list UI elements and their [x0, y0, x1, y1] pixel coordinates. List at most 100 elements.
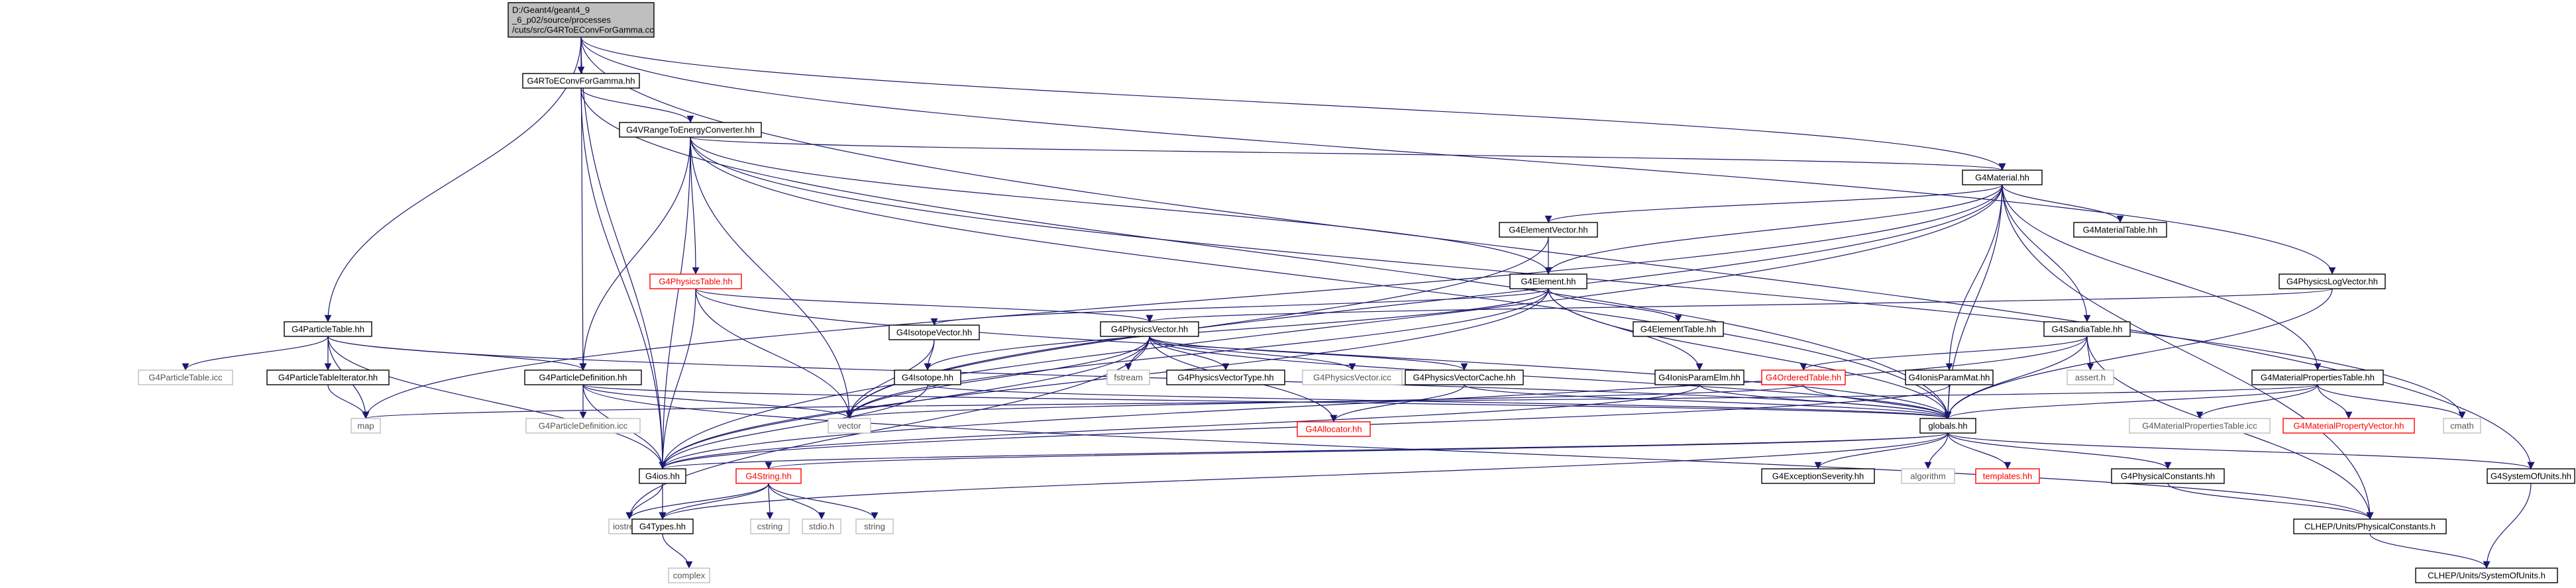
node-box-pvtype — [1166, 369, 1285, 385]
node-label-fstream: fstream — [1114, 373, 1142, 383]
node-label-isovec: G4IsotopeVector.hh — [896, 328, 972, 338]
node-label-physvec: G4PhysicsVector.hh — [1111, 324, 1188, 334]
node-map: map — [350, 418, 381, 434]
edge-ionelm-to-g4ios — [659, 384, 1700, 469]
node-box-assert — [2066, 369, 2114, 385]
node-sandia[interactable]: G4SandiaTable.hh — [2043, 321, 2131, 337]
node-vrange[interactable]: G4VRangeToEnergyConverter.hh — [619, 122, 762, 138]
node-label-element: G4Element.hh — [1521, 277, 1576, 287]
node-label-globals: globals.hh — [1928, 421, 1967, 431]
node-box-clhepphys — [2293, 518, 2447, 534]
node-physlogvec[interactable]: G4PhysicsLogVector.hh — [2279, 273, 2386, 289]
node-box-partdef — [524, 369, 642, 385]
node-g4types[interactable]: G4Types.hh — [631, 518, 694, 534]
edge-g4string-to-cstring — [766, 483, 774, 520]
edge-physvec-to-pvtype — [1149, 336, 1230, 371]
node-label-vector: vector — [837, 421, 861, 431]
node-box-sandia — [2043, 321, 2131, 337]
edge-globals-to-sysunits — [1947, 432, 2535, 469]
edge-sandia-to-g4ios — [659, 336, 2088, 469]
node-g4string[interactable]: G4String.hh — [735, 468, 802, 484]
node-label-map: map — [357, 421, 374, 431]
node-label-vrange: G4VRangeToEnergyConverter.hh — [626, 125, 755, 135]
edge-material-to-elemvec — [1544, 184, 2003, 223]
edge-vrange-to-phystable — [690, 136, 700, 275]
node-physconst[interactable]: G4PhysicalConstants.hh — [2111, 468, 2225, 484]
node-ionmat[interactable]: G4IonisParamMat.hh — [1905, 369, 1994, 385]
edge-pvcache-to-allocator — [1330, 384, 1465, 422]
edge-sandia-to-ordered — [1799, 336, 2088, 371]
node-phystable[interactable]: G4PhysicsTable.hh — [649, 273, 742, 289]
node-isovec[interactable]: G4IsotopeVector.hh — [888, 324, 980, 340]
node-physvec[interactable]: G4PhysicsVector.hh — [1100, 321, 1199, 337]
node-clhepphys[interactable]: CLHEP/Units/PhysicalConstants.h — [2293, 518, 2447, 534]
edge-rtoeconvgamma-to-globals — [580, 87, 1952, 419]
node-element[interactable]: G4Element.hh — [1509, 273, 1587, 289]
node-label-clhepunits: CLHEP/Units/SystemOfUnits.h — [2428, 571, 2546, 581]
node-allocator[interactable]: G4Allocator.hh — [1297, 421, 1371, 437]
node-box-ionmat — [1905, 369, 1994, 385]
node-box-isotope — [894, 369, 961, 385]
edge-matprop-to-map — [362, 384, 2318, 419]
node-elemvec[interactable]: G4ElementVector.hh — [1499, 222, 1598, 238]
edge-vrange-to-g4ios — [659, 136, 691, 469]
node-box-material — [1962, 170, 2043, 185]
edge-root-to-material — [580, 36, 2006, 171]
node-label-particletableicc: G4ParticleTable.icc — [148, 373, 223, 383]
node-label-elemtable: G4ElementTable.hh — [1640, 324, 1716, 334]
edge-rtoeconvgamma-to-vrange — [580, 87, 694, 123]
node-fstream: fstream — [1106, 369, 1150, 385]
edge-phystable-to-g4ios — [659, 288, 696, 469]
node-label-rtoeconvgamma: G4RToEConvForGamma.hh — [527, 76, 635, 86]
node-g4ios[interactable]: G4ios.hh — [639, 468, 686, 484]
node-isotope[interactable]: G4Isotope.hh — [894, 369, 961, 385]
node-box-mattable — [2073, 222, 2167, 238]
node-partdeficc: G4ParticleDefinition.icc — [525, 418, 641, 434]
node-box-ionelm — [1654, 369, 1744, 385]
node-box-phystable — [649, 273, 742, 289]
edge-element-to-isovec — [930, 288, 1549, 326]
node-label-physconst: G4PhysicalConstants.hh — [2121, 471, 2215, 481]
node-mattable[interactable]: G4MaterialTable.hh — [2073, 222, 2167, 238]
node-rtoeconvgamma[interactable]: G4RToEConvForGamma.hh — [522, 73, 640, 89]
node-label-stdioh: stdio.h — [809, 522, 834, 532]
node-clhepunits[interactable]: CLHEP/Units/SystemOfUnits.h — [2415, 567, 2558, 583]
node-ionelm[interactable]: G4IonisParamElm.hh — [1654, 369, 1744, 385]
node-label-physlogvec: G4PhysicsLogVector.hh — [2286, 277, 2378, 287]
edge-phystable-to-physvec — [695, 288, 1154, 322]
node-label-cmath: cmath — [2450, 421, 2473, 431]
node-box-cmath — [2443, 418, 2481, 434]
node-box-root — [508, 2, 655, 38]
node-excsev[interactable]: G4ExceptionSeverity.hh — [1761, 468, 1875, 484]
node-box-cstring — [750, 518, 790, 534]
node-box-g4types — [631, 518, 694, 534]
node-partdef[interactable]: G4ParticleDefinition.hh — [524, 369, 642, 385]
edge-isotope-to-globals — [927, 384, 1951, 419]
node-box-pvcache — [1405, 369, 1524, 385]
node-pvtype[interactable]: G4PhysicsVectorType.hh — [1166, 369, 1285, 385]
node-box-elemtable — [1633, 321, 1724, 337]
node-box-g4ios — [639, 468, 686, 484]
node-box-map — [350, 418, 381, 434]
node-globals[interactable]: globals.hh — [1919, 418, 1976, 434]
node-box-pvicc — [1302, 369, 1403, 385]
node-elemtable[interactable]: G4ElementTable.hh — [1633, 321, 1724, 337]
node-ptiter[interactable]: G4ParticleTableIterator.hh — [266, 369, 390, 385]
node-cmath: cmath — [2443, 418, 2481, 434]
node-label-partdef: G4ParticleDefinition.hh — [539, 373, 627, 383]
node-particletable[interactable]: G4ParticleTable.hh — [284, 321, 372, 337]
node-sysunits[interactable]: G4SystemOfUnits.hh — [2487, 468, 2575, 484]
node-root[interactable]: D:/Geant4/geant4_9_6_p02/source/processe… — [508, 2, 655, 38]
edge-physlogvec-to-physvec — [1146, 288, 2333, 322]
edge-matprop-to-matpropvec — [2317, 384, 2353, 419]
node-material[interactable]: G4Material.hh — [1962, 170, 2043, 185]
node-label-pvtype: G4PhysicsVectorType.hh — [1177, 373, 1273, 383]
edge-ionelm-to-globals — [1699, 384, 1952, 419]
node-pvcache[interactable]: G4PhysicsVectorCache.hh — [1405, 369, 1524, 385]
edge-vrange-to-vector — [690, 136, 853, 419]
node-ordered[interactable]: G4OrderedTable.hh — [1761, 369, 1846, 385]
node-matprop[interactable]: G4MaterialPropertiesTable.hh — [2251, 369, 2384, 385]
node-templates[interactable]: templates.hh — [1975, 468, 2040, 484]
node-matpropvec[interactable]: G4MaterialPropertyVector.hh — [2282, 418, 2415, 434]
